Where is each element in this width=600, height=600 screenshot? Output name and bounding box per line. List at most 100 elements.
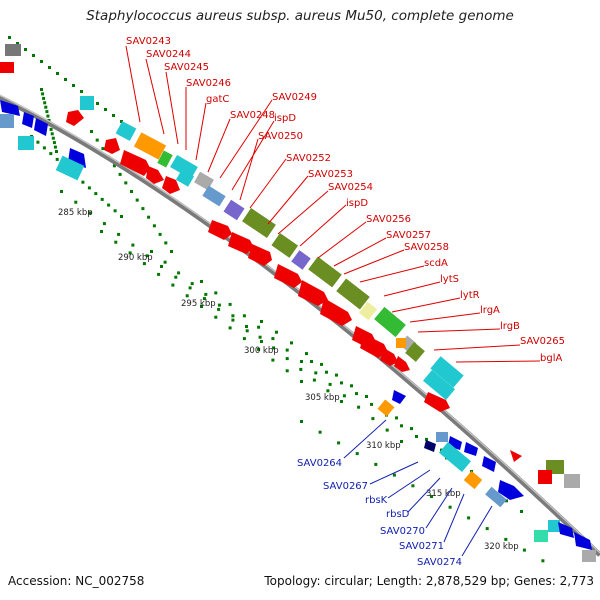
tick-dot: [505, 499, 508, 503]
feature-purple: [223, 199, 245, 221]
tick-dot: [285, 348, 289, 352]
gene-label: SAV0252: [286, 153, 331, 164]
tick-dot: [40, 60, 43, 63]
feature-mint: [534, 530, 548, 542]
tick-dot: [170, 250, 173, 253]
feature-olive: [336, 278, 370, 310]
tick-dot: [50, 132, 54, 136]
gene-label: SAV0248: [230, 110, 275, 121]
forward-arrow: [298, 280, 328, 306]
tick-dot: [260, 320, 263, 323]
gene-label: SAV0244: [146, 49, 191, 60]
gene-label: lrgA: [480, 305, 500, 316]
tick-dot: [370, 402, 373, 406]
tick-dot: [52, 141, 56, 145]
tick-dot: [385, 428, 389, 432]
feature-yellow: [358, 301, 378, 321]
tick-dot: [228, 302, 232, 306]
tick-dot: [94, 192, 98, 196]
tick-dot: [141, 207, 145, 211]
tick-dot: [42, 96, 46, 100]
tick-dot: [300, 360, 303, 363]
tick-dot: [365, 395, 368, 398]
tick-dot: [135, 198, 139, 202]
reverse-arrow: [482, 456, 496, 472]
feature-cyan: [439, 441, 471, 473]
gene-label: SAV0267: [323, 481, 368, 492]
forward-arrow: [320, 298, 352, 326]
tick-dot: [202, 297, 206, 301]
tick-dot: [107, 203, 111, 207]
tick-dot: [56, 72, 59, 75]
feature-cyan: [175, 169, 195, 187]
gene-label: SAV0270: [380, 526, 425, 537]
tick-dot: [112, 164, 116, 168]
gene-label: scdA: [424, 258, 448, 269]
tick-dot: [245, 325, 248, 328]
tick-dot: [87, 186, 91, 190]
tick-dot: [102, 222, 106, 226]
tick-dot: [325, 370, 328, 374]
tick-dot: [124, 181, 128, 185]
tick-dot: [41, 92, 45, 96]
tick-label: 285 kbp: [58, 208, 93, 218]
tick-dot: [200, 305, 203, 308]
feature-cyan: [115, 121, 137, 141]
tick-dot: [42, 146, 46, 150]
forward-arrow: [510, 450, 522, 462]
tick-dot: [185, 294, 189, 298]
tick-dot: [415, 435, 418, 438]
forward-arrow: [146, 166, 164, 184]
tick-dot: [395, 416, 398, 420]
tick-dot: [400, 440, 403, 443]
tick-dot: [81, 180, 85, 184]
tick-dot: [300, 420, 303, 423]
tick-dot: [272, 346, 276, 350]
tick-dot: [190, 282, 194, 286]
tick-dot: [410, 427, 413, 431]
tick-dot: [96, 102, 99, 105]
tick-dot: [257, 347, 261, 351]
tick-dot: [231, 318, 235, 322]
tick-dot: [44, 105, 48, 109]
tick-dot: [150, 250, 153, 253]
feature-steel: [485, 486, 507, 508]
tick-dot: [142, 262, 146, 266]
tick-dot: [95, 138, 99, 142]
tick-dot: [430, 495, 433, 498]
tick-dot: [49, 152, 53, 156]
tick-dot: [74, 200, 78, 204]
tick-dot: [36, 140, 40, 144]
forward-arrow: [424, 392, 450, 412]
feature-cyan: [55, 155, 85, 181]
tick-dot: [157, 272, 161, 276]
tick-dot: [541, 559, 545, 563]
feature-olive: [405, 342, 425, 362]
tick-dot: [171, 283, 175, 287]
feature-gray: [582, 550, 596, 562]
tick-dot: [217, 307, 221, 311]
gene-label: SAV0254: [328, 182, 373, 193]
genome-map-canvas: 285 kbp 290 kbp 295 kbp 300 kbp 305 kbp …: [0, 36, 600, 568]
tick-label: 305 kbp: [305, 393, 340, 403]
tick-dot: [55, 150, 58, 153]
tick-dot: [100, 230, 103, 233]
tick-dot: [448, 505, 452, 509]
tick-dot: [163, 260, 167, 264]
tick-dot: [400, 424, 403, 428]
reverse-arrow: [558, 522, 574, 538]
tick-dot: [299, 367, 303, 371]
reverse-gene-labels: SAV0264 SAV0267 rbsK rbsD SAV0270 SAV027…: [297, 419, 493, 568]
feature-green: [374, 306, 406, 338]
tick-dot: [113, 209, 117, 213]
tick-dot: [118, 172, 122, 176]
gene-label: lrgB: [500, 321, 520, 332]
reverse-arrow: [424, 440, 436, 452]
tick-dot: [425, 437, 428, 441]
gene-label: ispD: [274, 113, 296, 124]
feature-track-outer: [0, 44, 580, 488]
tick-dot: [271, 358, 275, 362]
tick-dot: [214, 315, 218, 319]
tick-dot: [242, 337, 246, 341]
tick-dot: [49, 127, 53, 131]
